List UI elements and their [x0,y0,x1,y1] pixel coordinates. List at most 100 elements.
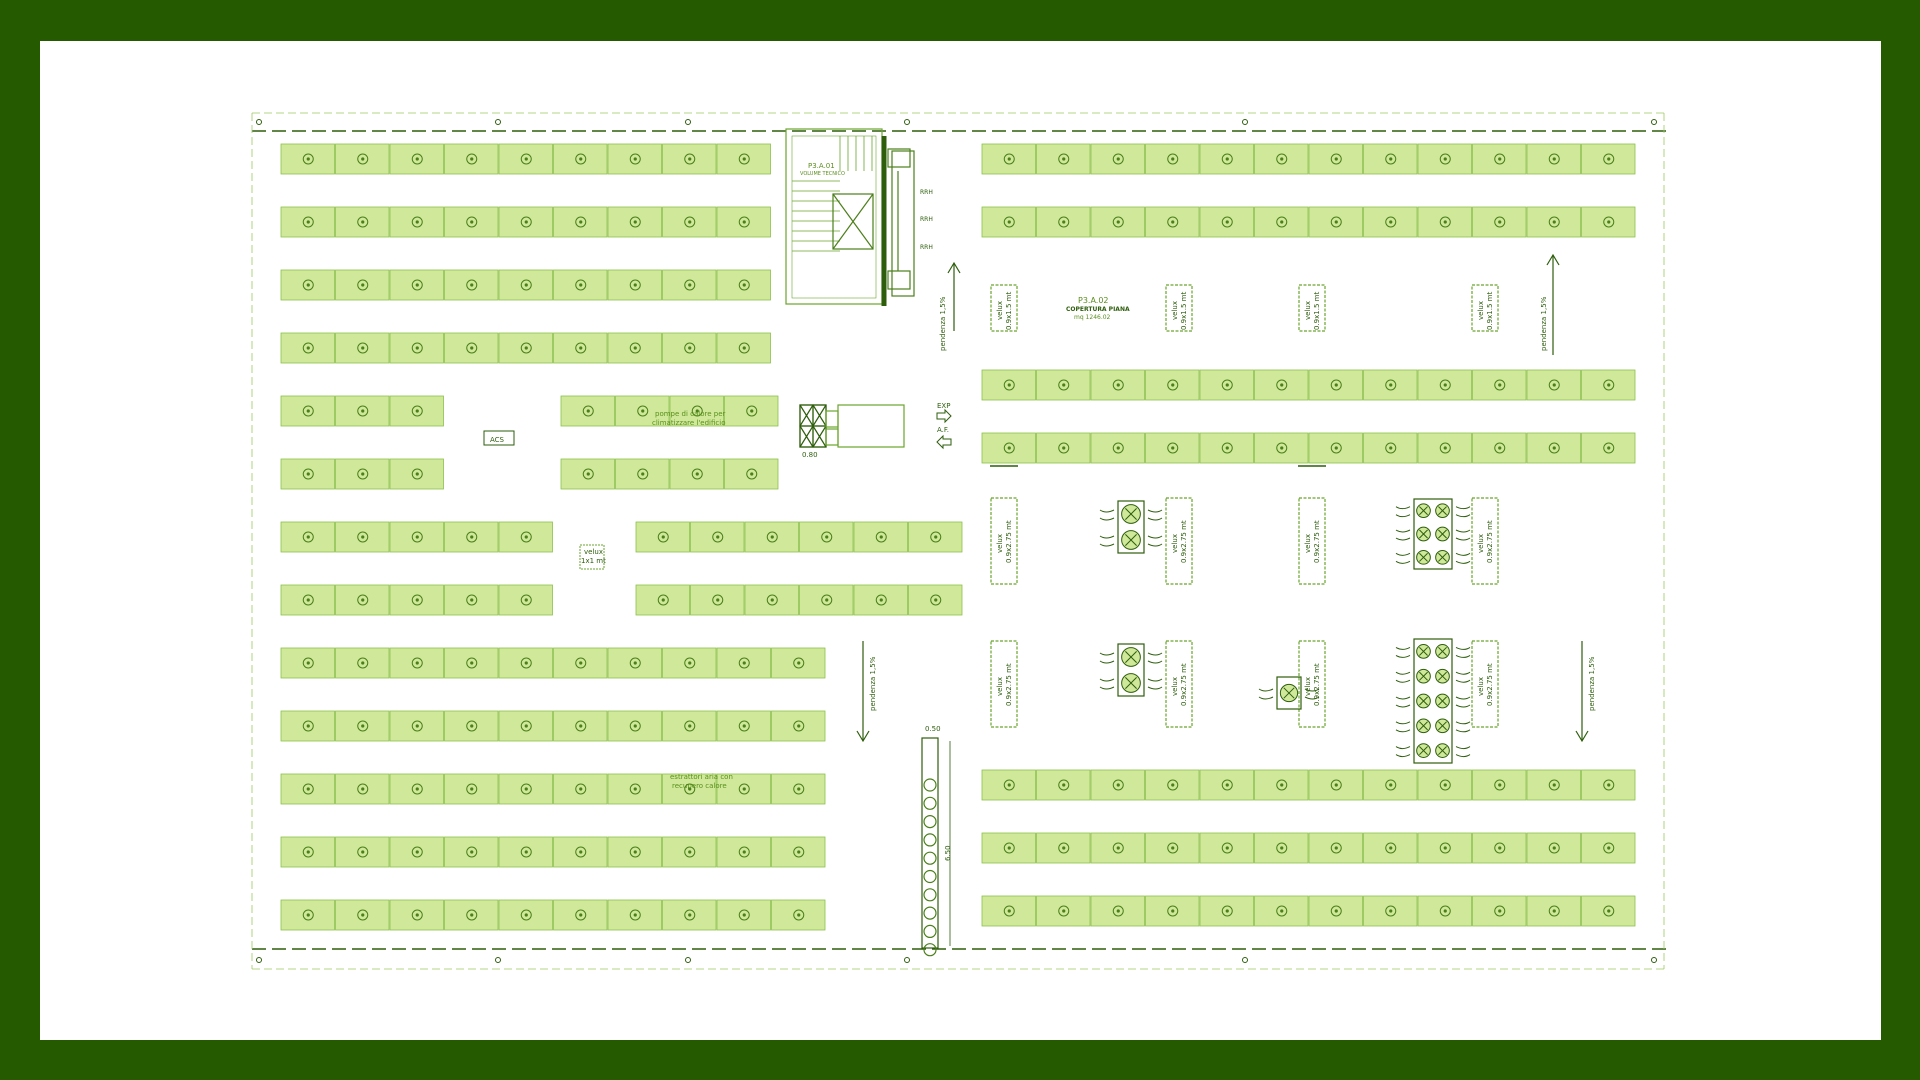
solar-panel [724,395,779,427]
solar-panel [607,269,662,301]
slope-arrows [856,253,1589,743]
solar-panel [553,269,608,301]
solar-panel [498,521,553,553]
extractor-frame [921,737,939,949]
solar-panel [1363,369,1418,401]
solar-panel [1199,206,1254,238]
af-arrow-icon [936,434,952,450]
solar-panel [1254,832,1309,864]
solar-panel [444,143,499,175]
solar-panel [280,899,335,931]
solar-panel [553,332,608,364]
solar-panel [1472,143,1527,175]
solar-panel [607,836,662,868]
solar-panel [1199,143,1254,175]
velux-label: velux [1304,301,1312,320]
solar-panel [553,773,608,805]
solar-panel [1526,432,1581,464]
solar-panel [716,773,771,805]
velux-label: velux [1477,534,1485,553]
axis-marker [1651,119,1657,125]
solar-panel [1472,895,1527,927]
dim-050: 0.50 [925,725,941,733]
solar-panel [799,584,854,616]
solar-panel [1417,832,1472,864]
solar-panel [1145,369,1200,401]
stair-mark-1: RRH [920,189,933,196]
solar-panel [690,584,745,616]
solar-panel [553,647,608,679]
solar-panel [1308,432,1363,464]
solar-panel [444,647,499,679]
solar-panel [1472,832,1527,864]
solar-panel [981,143,1036,175]
velux-label: velux [1477,301,1485,320]
axis-marker [256,119,262,125]
velux-dim: 0.9x1.5 mt [1486,292,1494,330]
solar-panel [1526,369,1581,401]
dim-080: 0.80 [802,451,818,459]
extractor-fan [923,906,937,920]
solar-panel [444,836,499,868]
solar-panel [389,458,444,490]
solar-panel [1090,206,1145,238]
solar-panel [1363,206,1418,238]
solar-panel [1363,895,1418,927]
solar-panel [498,269,553,301]
room2-code: P3.A.02 [1078,296,1109,305]
fan-unit [1395,638,1471,764]
solar-panel [335,395,390,427]
solar-panel [771,647,826,679]
solar-panel [1472,206,1527,238]
stair-mark-3: RRH [920,244,933,251]
solar-panel [908,521,963,553]
solar-panel [280,836,335,868]
solar-panel [335,710,390,742]
solar-panel [444,899,499,931]
velux-small-label: velux [584,548,603,556]
solar-panel [1254,769,1309,801]
heat-pump-note-1: pompe di calore per [655,410,726,418]
extractor-fan [923,851,937,865]
acs-label: ACS [490,436,505,444]
solar-panel [771,899,826,931]
solar-panel [607,710,662,742]
solar-panel [335,899,390,931]
solar-panel-array [280,143,1636,931]
solar-panel [335,332,390,364]
solar-panel [1472,432,1527,464]
velux-small-dim: 1x1 mt [581,557,606,565]
axis-marker [1242,119,1248,125]
room1-name: VOLUME TECNICO [800,171,845,177]
solar-panel [662,710,717,742]
solar-panel [1581,769,1636,801]
solar-panel [853,521,908,553]
axis-marker [904,119,910,125]
solar-panel [280,521,335,553]
solar-panel [771,710,826,742]
room2-area: mq 1246.02 [1074,314,1111,321]
solar-panel [1254,895,1309,927]
extractor-fan [923,833,937,847]
solar-panel [1526,206,1581,238]
extractor-note-1: estrattori aria con [670,773,733,781]
solar-panel [799,521,854,553]
solar-panel [335,269,390,301]
solar-panel [662,899,717,931]
solar-panel [553,899,608,931]
solar-panel [1308,206,1363,238]
velux-dim: 0.9x2.75 mt [1313,520,1321,563]
solar-panel [981,432,1036,464]
solar-panel [1090,832,1145,864]
solar-panel [1090,369,1145,401]
axis-lines [251,112,1668,970]
solar-panel [1036,143,1091,175]
solar-panel [1199,369,1254,401]
solar-panel [1036,832,1091,864]
extractor-fan [923,888,937,902]
solar-panel [280,143,335,175]
slope-label-1: pendenza 1,5% [939,296,947,351]
solar-panel [1036,769,1091,801]
